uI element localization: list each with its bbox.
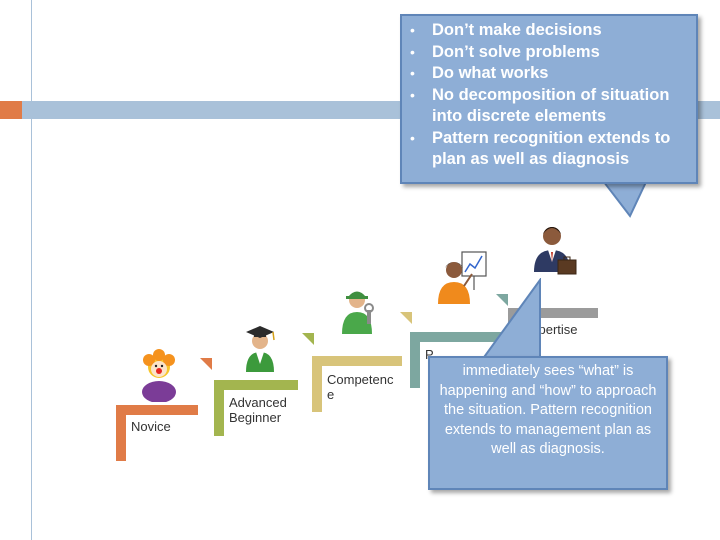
presenter-icon <box>438 251 487 304</box>
stage-competence-label: Competenc e <box>327 372 394 402</box>
bullet-item: Pattern recognition extends to plan as w… <box>408 128 696 171</box>
callout-bottom-pointer <box>480 278 541 362</box>
left-rule <box>31 0 32 540</box>
callout-bottom: immediately sees “what” is happening and… <box>428 356 668 490</box>
bullet-item: Do what works <box>408 63 696 85</box>
bullet-item: No decomposition of situation into discr… <box>408 85 696 128</box>
stage-expertise-label: xpertise <box>532 322 578 337</box>
stage-proficiency-label: P <box>425 347 434 362</box>
mechanic-icon <box>342 291 374 334</box>
businessman-icon <box>534 227 577 275</box>
stage-advanced-beginner-label: Advanced Beginner <box>229 395 287 425</box>
callout-top-bullet-list: Don’t make decisions Don’t solve problem… <box>402 16 696 171</box>
callout-top: Don’t make decisions Don’t solve problem… <box>400 14 698 184</box>
bullet-item: Don’t make decisions <box>408 20 696 42</box>
clown-icon <box>142 349 176 402</box>
bullet-item: Don’t solve problems <box>408 42 696 64</box>
graduate-icon <box>246 326 275 372</box>
stage-novice-label: Novice <box>131 419 171 434</box>
header-accent <box>0 101 22 119</box>
callout-top-pointer <box>603 180 647 218</box>
